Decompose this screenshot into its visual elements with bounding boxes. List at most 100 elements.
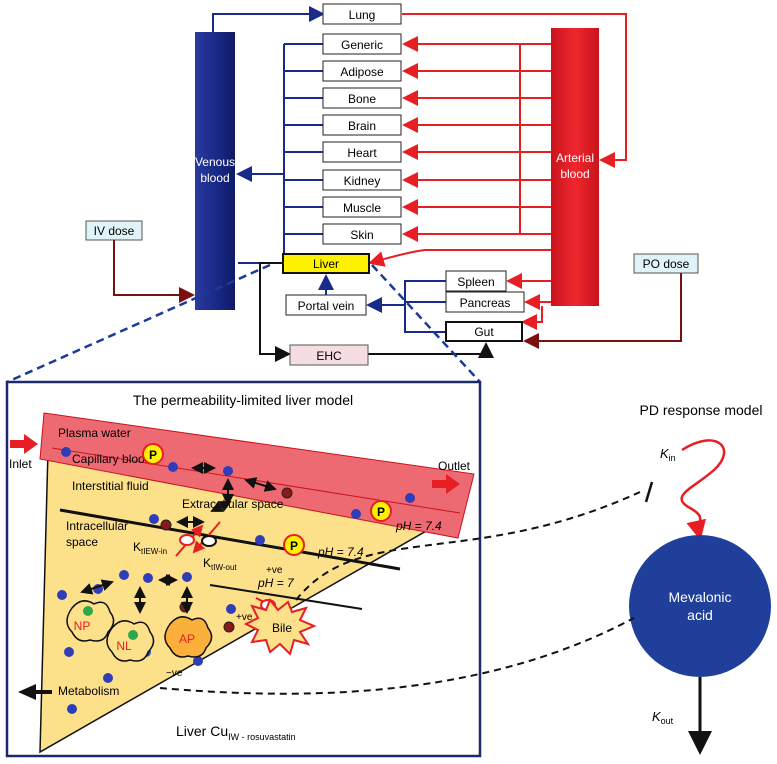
svg-text:Muscle: Muscle bbox=[343, 201, 381, 215]
svg-text:Lung: Lung bbox=[349, 8, 376, 22]
neutral-lipid-blob: NL bbox=[106, 620, 155, 662]
organ-box-gut: Gut bbox=[445, 321, 523, 342]
arterial-blood-bar bbox=[551, 28, 599, 306]
capillary-blood-label: Capillary blood bbox=[72, 452, 151, 466]
svg-text:P: P bbox=[377, 505, 385, 519]
portal-vein-box: Portal vein bbox=[285, 294, 367, 316]
pd-model-title: PD response model bbox=[640, 402, 763, 418]
svg-text:Heart: Heart bbox=[347, 146, 377, 160]
po-dose-box: PO dose bbox=[633, 253, 699, 274]
k-in-label: KtIEW-in bbox=[133, 540, 167, 556]
svg-text:IV dose: IV dose bbox=[94, 224, 135, 238]
charge-label-neg: −ve bbox=[166, 668, 183, 679]
organ-box-skin: Skin bbox=[322, 223, 402, 245]
svg-text:Liver: Liver bbox=[313, 257, 339, 271]
organ-box-spleen: Spleen bbox=[445, 270, 507, 292]
zoom-line-right bbox=[371, 264, 481, 383]
svg-text:Brain: Brain bbox=[348, 119, 376, 133]
svg-text:Spleen: Spleen bbox=[457, 275, 494, 289]
organ-box-bone: Bone bbox=[322, 87, 402, 109]
zoom-line-left bbox=[6, 263, 271, 384]
gi-to-portal-lines bbox=[366, 280, 446, 333]
charge-label-pos-2: +ve bbox=[266, 565, 283, 576]
organ-box-muscle: Muscle bbox=[322, 196, 402, 218]
inlet-arrow bbox=[10, 434, 38, 454]
organ-box-generic: Generic bbox=[322, 33, 402, 55]
organ-box-brain: Brain bbox=[322, 114, 402, 136]
organ-box-heart: Heart bbox=[322, 141, 402, 163]
svg-text:Gut: Gut bbox=[474, 325, 494, 339]
svg-text:P: P bbox=[149, 448, 157, 462]
svg-text:Pancreas: Pancreas bbox=[460, 296, 511, 310]
mevalonic-acid-label-2: acid bbox=[687, 607, 713, 623]
svg-text:P: P bbox=[290, 539, 298, 553]
kout-label: Kout bbox=[652, 709, 674, 726]
k-out-label: KtIW-out bbox=[203, 556, 237, 572]
organ-box-adipose: Adipose bbox=[322, 60, 402, 82]
svg-text:Bone: Bone bbox=[348, 92, 376, 106]
liver-caption: Liver CuIW - rosuvastatin bbox=[176, 723, 296, 742]
lung-arterial-line bbox=[402, 13, 627, 168]
svg-text:NP: NP bbox=[74, 619, 91, 633]
inlet-label: Inlet bbox=[9, 457, 32, 471]
arterial-blood-label-2: blood bbox=[560, 167, 589, 181]
venous-blood-label-1: Venous bbox=[195, 155, 235, 169]
svg-text:Skin: Skin bbox=[350, 228, 373, 242]
organ-box-liver: Liver bbox=[282, 253, 370, 274]
interstitial-fluid-label: Interstitial fluid bbox=[72, 479, 149, 493]
iv-dose-line bbox=[113, 240, 195, 303]
svg-text:AP: AP bbox=[179, 632, 195, 646]
ph-interstitial-label: pH = 7.4 bbox=[317, 545, 364, 559]
ph-plasma-label: pH = 7.4 bbox=[395, 519, 442, 533]
mevalonic-acid-label-1: Mevalonic bbox=[668, 589, 731, 605]
liver-bile-to-ehc-line bbox=[259, 262, 291, 362]
organ-box-lung: Lung bbox=[322, 3, 402, 25]
protein-marker-2: P bbox=[370, 500, 392, 522]
mevalonic-acid-compartment bbox=[629, 535, 771, 677]
outlet-label: Outlet bbox=[438, 459, 471, 473]
neutral-phospholipid-blob: NP bbox=[66, 600, 115, 642]
arterial-supply-lines bbox=[368, 36, 551, 330]
iv-dose-box: IV dose bbox=[85, 220, 143, 241]
bile-burst: Bile bbox=[243, 598, 317, 656]
arterial-blood-label-1: Arterial bbox=[556, 151, 594, 165]
acidic-phospholipid-blob: AP bbox=[164, 616, 213, 658]
exchange-arrows bbox=[80, 462, 277, 614]
pd-link-metabolism bbox=[159, 617, 635, 695]
svg-text:Bile: Bile bbox=[272, 621, 292, 635]
metabolism-label: Metabolism bbox=[58, 684, 119, 698]
kin-squiggle bbox=[680, 439, 726, 541]
plasma-water-label: Plasma water bbox=[58, 426, 131, 440]
protein-marker-1: P bbox=[142, 443, 164, 465]
po-dose-line bbox=[523, 273, 682, 349]
svg-text:Portal vein: Portal vein bbox=[298, 299, 355, 313]
kin-label: Kin bbox=[660, 446, 676, 463]
svg-text:Kidney: Kidney bbox=[344, 174, 381, 188]
lung-venous-line bbox=[212, 6, 325, 32]
intracellular-label-1: Intracellular bbox=[66, 519, 128, 533]
cell-membrane-line bbox=[59, 508, 401, 571]
extracellular-space-label: Extracellular space bbox=[182, 497, 284, 511]
svg-text:NL: NL bbox=[116, 639, 132, 653]
svg-text:EHC: EHC bbox=[316, 349, 342, 363]
liver-model-title: The permeability-limited liver model bbox=[133, 392, 353, 408]
charge-label-pos-1: +ve bbox=[236, 612, 253, 623]
ehc-box: EHC bbox=[289, 344, 369, 366]
bile-canaliculus-line bbox=[209, 584, 363, 610]
svg-text:Adipose: Adipose bbox=[340, 65, 384, 79]
svg-text:Generic: Generic bbox=[341, 38, 383, 52]
intracellular-label-2: space bbox=[66, 535, 98, 549]
pd-link-kin bbox=[295, 491, 641, 601]
organ-box-pancreas: Pancreas bbox=[445, 291, 525, 313]
outlet-arrow bbox=[432, 474, 460, 494]
venous-blood-bar bbox=[195, 32, 235, 310]
protein-marker-3: P bbox=[283, 534, 305, 556]
kin-source-tick bbox=[644, 481, 654, 503]
ph-intracellular-label: pH = 7 bbox=[257, 576, 295, 590]
ehc-to-gut-line bbox=[368, 342, 494, 358]
metabolism-arrow bbox=[18, 684, 52, 700]
organ-box-kidney: Kidney bbox=[322, 169, 402, 191]
svg-text:PO dose: PO dose bbox=[643, 257, 690, 271]
venous-return-lines bbox=[236, 43, 323, 254]
